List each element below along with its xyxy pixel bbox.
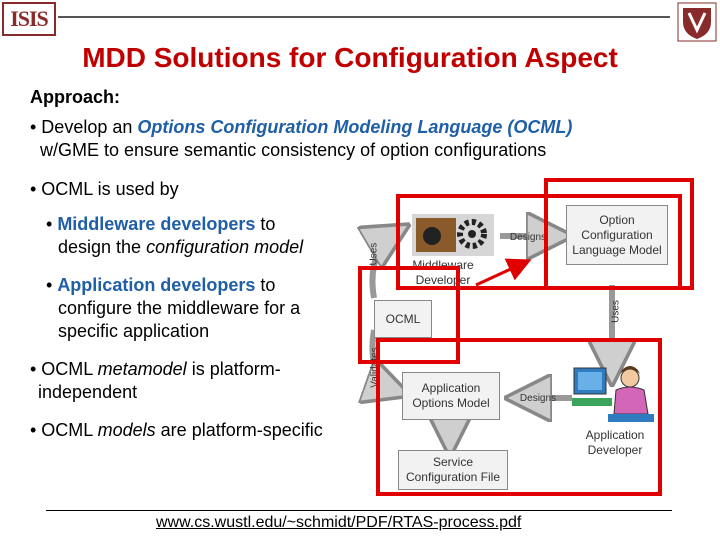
bullet-middleware-devs: • Middleware developers to [46,213,275,235]
metamodel-text: metamodel [98,359,187,379]
bullet-dot: • [46,214,57,234]
header-rule [58,16,670,18]
bullet-metamodel-line2: independent [38,381,137,403]
bullet-dot: • [46,275,57,295]
vanderbilt-logo [677,2,717,42]
application-devs-highlight: Application developers [57,275,255,295]
highlight-application-flow [376,338,662,496]
bullet-text: • Develop an [30,117,137,137]
bullet-middleware-devs-line2: design the configuration model [58,236,303,258]
bullet-application-devs-line3: specific application [58,320,209,342]
bullet-text: to [255,214,275,234]
bullet-ocml-used-by: • OCML is used by [30,178,179,200]
bullet-text: to [255,275,275,295]
bullet-develop-ocml: • Develop an Options Configuration Model… [30,116,572,138]
bullet-metamodel: • OCML metamodel is platform- [30,358,281,380]
models-text: models [98,420,156,440]
uses-left-label: Uses [367,246,382,266]
bullet-text: • OCML [30,359,98,379]
bullet-application-devs: • Application developers to [46,274,275,296]
reference-link[interactable]: www.cs.wustl.edu/~schmidt/PDF/RTAS-proce… [156,514,521,532]
uses-right-label: Uses [609,300,624,324]
approach-label: Approach: [30,86,120,108]
bullet-text: design the [58,237,146,257]
slide-title: MDD Solutions for Configuration Aspect [0,42,700,74]
bullet-application-devs-line2: configure the middleware for a [58,297,300,319]
middleware-devs-highlight: Middleware developers [57,214,255,234]
bullet-text: • OCML [30,420,98,440]
bullet-text: are platform-specific [156,420,323,440]
footer-rule [46,510,672,511]
bullet-develop-ocml-line2: w/GME to ensure semantic consistency of … [40,139,546,161]
ocml-highlight: Options Configuration Modeling Language … [137,117,572,137]
configuration-model-text: configuration model [146,237,303,257]
bullet-models: • OCML models are platform-specific [30,419,323,441]
bullet-text: is platform- [187,359,281,379]
isis-logo: ISIS [2,2,56,36]
